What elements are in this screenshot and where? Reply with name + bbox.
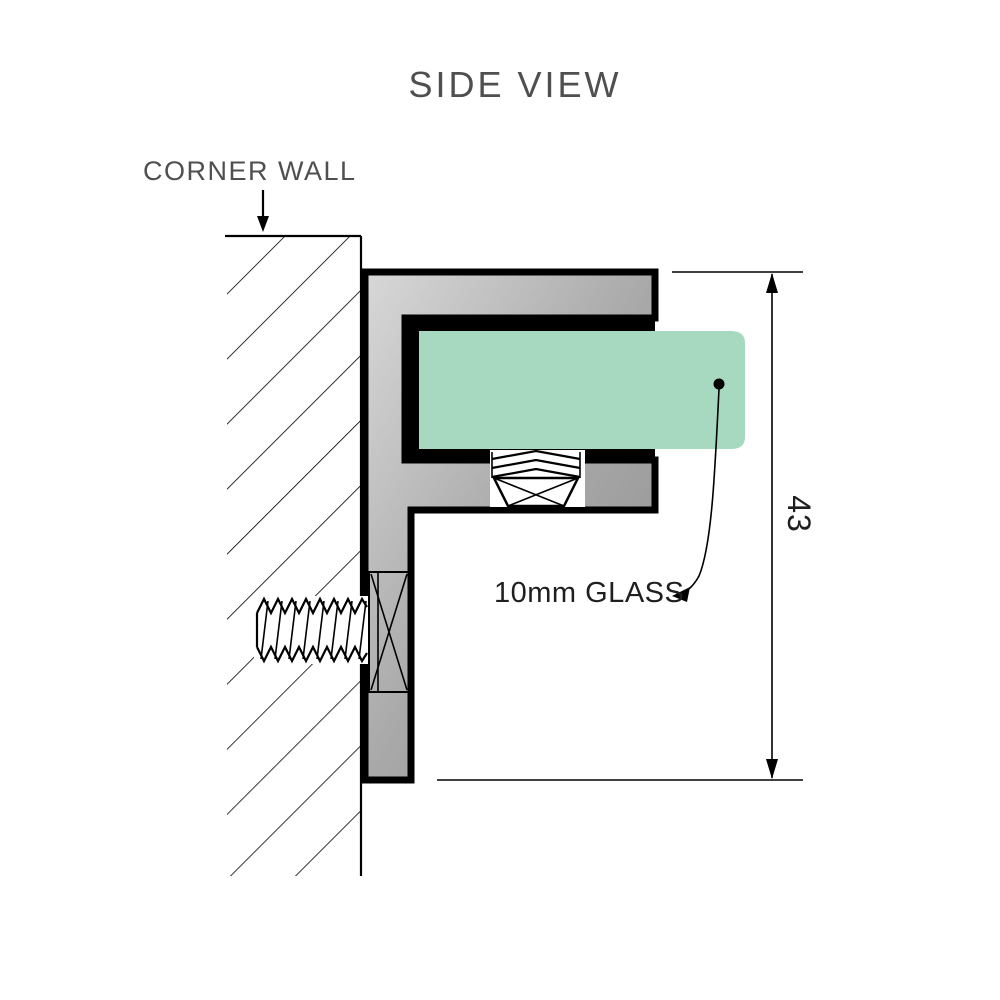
wall-screw-thread-hatch	[358, 600, 367, 660]
wall-screw-socket	[368, 571, 410, 693]
dimension-arrowhead-bottom-icon	[766, 759, 778, 779]
dimension-43: 43	[437, 271, 817, 781]
wall-screw-socket-cross	[370, 573, 408, 691]
wall-screw-thread-hatch	[260, 600, 269, 660]
glass-panel	[419, 331, 745, 449]
wall-screw-thread-hatch	[302, 600, 311, 660]
grub-screw	[490, 449, 585, 508]
wall-screw-thread-hatch	[274, 600, 283, 660]
wall-screw-thread-hatch	[344, 600, 353, 660]
grub-screw-cross-line	[493, 477, 565, 507]
dimension-value: 43	[781, 495, 817, 533]
wall-screw-thread-hatch	[288, 600, 297, 660]
wall-hatch-area	[227, 236, 361, 876]
glass-callout-dot	[713, 378, 725, 390]
grub-screw-thread-line	[491, 449, 581, 461]
page-title: SIDE VIEW	[408, 64, 621, 105]
dimension-arrowhead-top-icon	[766, 273, 778, 293]
wall	[225, 234, 363, 876]
glass-callout: 10mm GLASS	[494, 378, 725, 609]
grub-screw-thread-line	[491, 467, 581, 479]
grub-screw-thread-line	[491, 458, 581, 470]
glass-callout-arrowhead-icon	[672, 587, 690, 602]
glass-label: 10mm GLASS	[494, 577, 684, 609]
wall-screw-thread-hatch	[316, 600, 325, 660]
corner-wall-label: CORNER WALL	[143, 156, 357, 186]
grub-screw-cross-line	[507, 477, 579, 507]
wall-screw	[254, 571, 410, 693]
corner-wall-callout: CORNER WALL	[143, 156, 357, 232]
wall-screw-thread-hatch	[330, 600, 339, 660]
corner-wall-arrowhead-icon	[257, 216, 269, 232]
wall-screw-top-thread	[256, 596, 368, 616]
